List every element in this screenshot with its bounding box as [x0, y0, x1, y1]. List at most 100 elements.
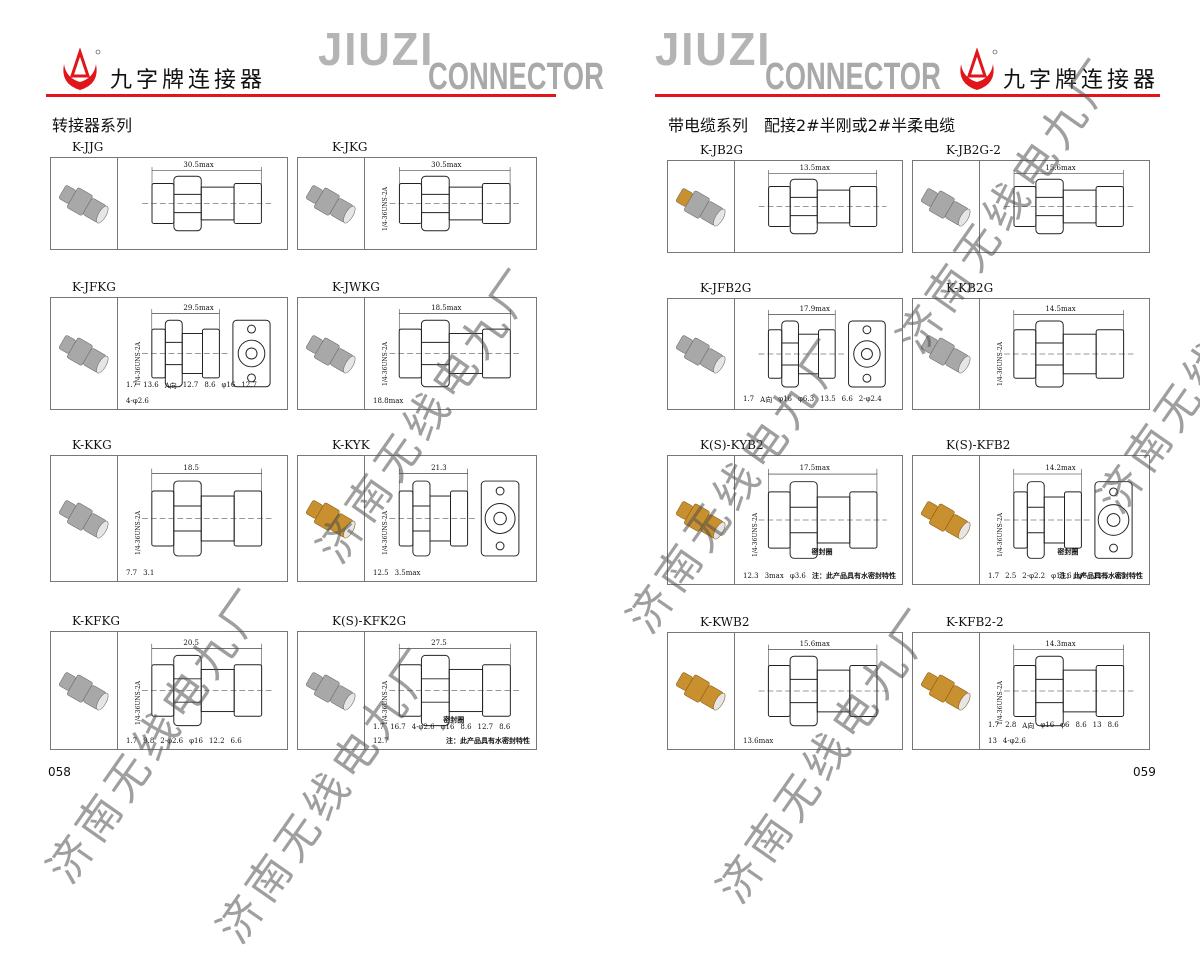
technical-drawing	[141, 468, 272, 557]
dimension-overall: 29.5max	[183, 303, 214, 312]
dimension-value: 4-φ2.6	[411, 723, 435, 731]
technical-drawing	[1003, 468, 1133, 559]
dimension-value: 13	[988, 737, 997, 745]
section-title: 转接器系列	[52, 116, 133, 135]
dimension-value: 1.7	[743, 395, 755, 403]
dimension-value: 9.8	[143, 737, 155, 745]
dimension-value: 12.3	[743, 572, 759, 580]
product-photo	[298, 632, 365, 749]
thread-spec: 1/4-36UNS-2A	[382, 510, 390, 556]
dimension-value: 2.8	[1005, 721, 1017, 729]
dimension-overall: 15.6max	[799, 639, 830, 648]
dimension-value: 6.6	[841, 395, 853, 403]
drawing-panel: 30.5max	[118, 158, 287, 249]
brand-name: 九字牌连接器	[110, 68, 267, 93]
logo-jiuzi: JIUZI	[655, 23, 772, 75]
product-model-label: K(S)-KYB2	[700, 438, 764, 452]
product-photo	[298, 158, 365, 249]
technical-drawing	[141, 643, 272, 727]
technical-drawing	[389, 309, 521, 388]
thread-spec: 1/4-36UNS-2A	[382, 341, 390, 387]
product-card: 15.6max 13.6max	[667, 632, 903, 750]
dimension-value: 3.5max	[394, 569, 421, 577]
dimension-value: 7.7	[126, 569, 138, 577]
seal-ring-label: 密封圈	[811, 548, 833, 556]
product-model-label: K-KFB2-2	[946, 615, 1004, 629]
dimension-overall: 17.5max	[799, 464, 830, 473]
product-photo	[298, 456, 365, 581]
dimension-list: 18.8max	[373, 397, 403, 405]
dimension-value: 16.7	[390, 723, 406, 731]
technical-drawing	[758, 468, 887, 559]
product-model-label: K-KYK	[332, 438, 370, 452]
dimension-value: 12.2	[208, 737, 225, 745]
dimension-value: φ16	[221, 381, 236, 389]
dimension-list: 13.6max	[743, 737, 773, 745]
dimension-value: 2-φ2.4	[858, 395, 882, 403]
dimension-value: 8.6	[460, 723, 472, 731]
technical-drawing	[141, 309, 271, 388]
dimension-value: 8.6	[1075, 721, 1087, 729]
dimension-value: φ15.6	[1051, 572, 1072, 580]
product-photo	[298, 298, 365, 409]
dimension-value: 2.5	[1005, 572, 1017, 580]
brand-logo-icon	[955, 47, 999, 92]
product-photo	[51, 298, 118, 409]
product-model-label: K-KB2G	[946, 281, 994, 295]
dimension-value: 3max	[764, 572, 784, 580]
dimension-value: 1.7	[126, 737, 138, 745]
thread-spec: 1/4-36UNS-2A	[752, 513, 759, 558]
dimension-value: φ6	[1077, 572, 1087, 580]
logo-connector: CONNECTOR	[428, 56, 604, 98]
dimension-value: 12.7	[373, 737, 389, 745]
product-photo	[913, 633, 980, 749]
dimension-value: φ16	[1040, 721, 1055, 729]
dimension-value: 1.7	[988, 572, 1000, 580]
dimension-value: 1.7	[126, 381, 138, 389]
drawing-panel: 15.6max	[980, 161, 1149, 252]
section-title: 带电缆系列 配接2#半刚或2#半柔电缆	[668, 116, 956, 135]
thread-spec: 1/4-36UNS-2A	[997, 513, 1005, 558]
technical-drawing	[142, 167, 272, 232]
thread-spec: 1/4-36UNS-2A	[135, 510, 143, 556]
product-photo	[668, 633, 735, 749]
brand-name: 九字牌连接器	[1003, 68, 1160, 93]
dimension-value: 13	[1092, 721, 1102, 729]
thread-spec: 1/4-36UNS-2A	[135, 341, 143, 387]
page-number: 058	[48, 765, 71, 779]
seal-ring-label: 密封圈	[443, 716, 465, 725]
dimension-value: A向	[760, 396, 773, 404]
dimension-overall: 21.3	[431, 463, 447, 472]
dimension-overall: 13.5max	[799, 164, 830, 173]
product-model-label: K-JKG	[332, 140, 368, 154]
dimension-overall: 14.2max	[1045, 464, 1076, 473]
dimension-value: 13.6	[143, 381, 159, 389]
dimension-value: φ6	[1060, 721, 1070, 729]
product-photo	[51, 456, 118, 581]
dimension-value: 8.6	[204, 381, 216, 389]
dimension-overall: 30.5max	[431, 161, 462, 170]
product-photo	[913, 456, 980, 584]
dimension-value: φ16	[778, 395, 793, 403]
dimension-value: 1.7	[373, 723, 385, 731]
product-model-label: K-JFB2G	[700, 281, 752, 295]
dimension-value: A向	[1022, 722, 1035, 730]
waterproof-note: 注：此产品具有水密封特性	[446, 737, 530, 745]
product-model-label: K(S)-KFB2	[946, 438, 1011, 452]
